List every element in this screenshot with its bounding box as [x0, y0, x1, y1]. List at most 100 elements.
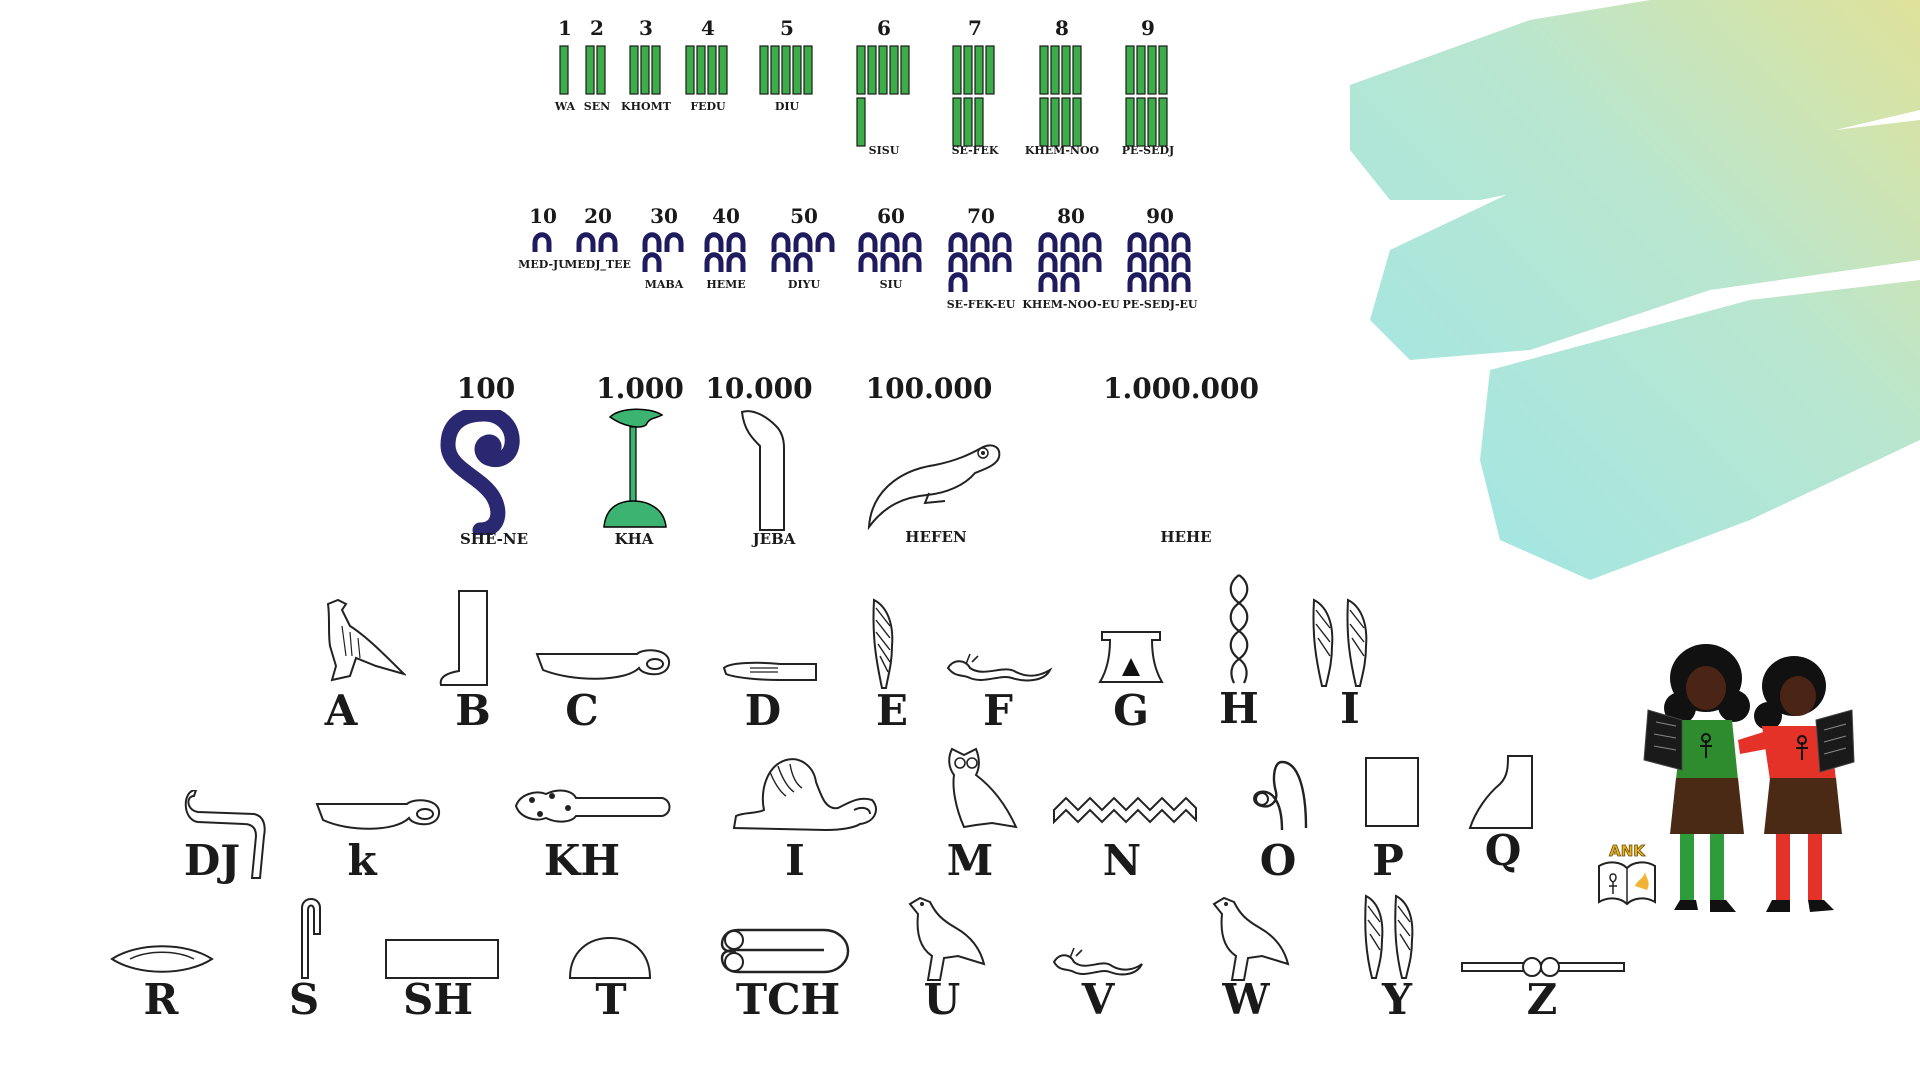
heel-bone-arc: [1060, 232, 1080, 252]
heel-bone-arc: [992, 232, 1012, 252]
tally-stroke: [1072, 45, 1082, 95]
children-reading-illustration: [1643, 644, 1855, 912]
quail-chick-w-icon: [1212, 896, 1290, 981]
lion-icon: [732, 758, 877, 832]
heel-bone-arc: [858, 232, 878, 252]
ten-value-5: 50: [790, 204, 818, 228]
vulture-icon: [326, 598, 406, 682]
horned-viper-icon: [946, 653, 1053, 682]
tally-stroke-icon: [1039, 45, 1082, 147]
ten-value-6: 60: [877, 204, 905, 228]
hundred-name: SHE-NE: [459, 530, 529, 548]
letter-sh: SH: [402, 975, 473, 1024]
letter-s: S: [288, 975, 320, 1024]
letter-e: E: [875, 686, 908, 735]
letter-dj: DJ: [183, 836, 241, 885]
ten-name-1: MED-JU: [518, 258, 568, 271]
tethering-rope-icon: [720, 928, 850, 974]
ten-name-4: HEME: [706, 278, 746, 291]
rope-lasso-icon: [1253, 760, 1308, 831]
folded-cloth-staff-icon: [301, 898, 321, 979]
jar-stand-icon: [1098, 631, 1164, 683]
heel-bone-arc-icon: [642, 232, 684, 272]
letter-i: I: [1340, 684, 1360, 733]
heel-bone-arc: [858, 252, 878, 272]
heel-bone-arc: [576, 232, 596, 252]
tally-stroke-icon: [952, 45, 995, 147]
heel-bone-arc: [1149, 272, 1169, 292]
heel-bone-arc-icon: [576, 232, 618, 252]
hill-slope-icon: [1468, 755, 1533, 829]
thousand-name: KHA: [614, 530, 654, 548]
ten-value-9: 90: [1146, 204, 1174, 228]
heel-bone-arc: [1127, 252, 1147, 272]
quail-chick-icon: [908, 896, 986, 981]
unit-name-2: SEN: [583, 100, 611, 113]
heel-bone-arc: [1060, 272, 1080, 292]
letter-f: F: [983, 686, 1013, 735]
tally-stroke: [888, 45, 899, 95]
tally-stroke: [802, 45, 813, 95]
letter-tch: TCH: [735, 975, 841, 1024]
tally-stroke: [1061, 97, 1071, 147]
heel-bone-arc: [992, 252, 1012, 272]
foot-icon: [439, 590, 488, 686]
unit-name-6: SISU: [868, 144, 900, 157]
heel-bone-arc-icon: [948, 232, 1012, 292]
tally-stroke: [963, 45, 973, 95]
heel-bone-arc: [880, 252, 900, 272]
letter-n: N: [1102, 836, 1142, 885]
unit-name-8: KHEM-NOO: [1024, 144, 1100, 157]
lotus-flower-icon: [603, 408, 667, 528]
ten-value-8: 80: [1057, 204, 1085, 228]
tally-stroke-icon: [758, 45, 813, 95]
bread-loaf-icon: [568, 936, 652, 979]
letter-y: Y: [1382, 975, 1412, 1024]
heel-bone-arc-icon: [1127, 232, 1191, 292]
unit-value-8: 8: [1055, 16, 1069, 40]
heel-bone-arc: [948, 252, 968, 272]
heel-bone-arc: [1038, 232, 1058, 252]
reed-leaf-icon: [872, 598, 894, 689]
tally-stroke-icon: [855, 45, 910, 147]
heel-bone-arc-icon: [858, 232, 922, 272]
heel-bone-arc: [771, 232, 791, 252]
heel-bone-arc: [1149, 252, 1169, 272]
letter-v: V: [1081, 975, 1115, 1024]
heel-bone-arc: [1171, 232, 1191, 252]
tally-stroke: [718, 45, 728, 95]
letter-r: R: [143, 975, 179, 1024]
heel-bone-arc: [771, 252, 791, 272]
tally-stroke-icon: [1125, 45, 1168, 147]
ten-value-4: 40: [712, 204, 740, 228]
letter-z: Z: [1526, 975, 1558, 1024]
heel-bone-arc: [1127, 232, 1147, 252]
tally-stroke: [985, 45, 995, 95]
ten-name-9: PE-SEDJ-EU: [1122, 298, 1198, 311]
tally-stroke: [974, 45, 984, 95]
unit-value-4: 4: [701, 16, 715, 40]
heel-bone-arc: [704, 252, 724, 272]
tally-stroke: [639, 45, 650, 95]
letter-d: D: [744, 686, 782, 735]
letter-g: G: [1113, 686, 1149, 735]
tally-stroke: [899, 45, 910, 95]
ten-name-6: SIU: [879, 278, 903, 291]
tally-stroke: [650, 45, 661, 95]
twisted-wick-icon: [1229, 574, 1249, 684]
tally-stroke: [952, 97, 962, 147]
letter-u: U: [923, 975, 961, 1024]
letter-b: B: [455, 686, 491, 735]
ank-logo-text: ANK: [1609, 842, 1646, 860]
unit-name-9: PE-SEDJ: [1121, 144, 1175, 157]
tally-stroke: [1158, 97, 1168, 147]
heel-bone-arc: [1038, 272, 1058, 292]
heel-bone-arc-icon: [771, 232, 835, 272]
unit-name-5: DIU: [774, 100, 800, 113]
unit-name-3: KHOMT: [621, 100, 671, 113]
hundred-thousand-name: HEFEN: [905, 528, 967, 546]
ten-value-7: 70: [967, 204, 995, 228]
heel-bone-arc: [704, 232, 724, 252]
tally-stroke: [963, 97, 973, 147]
unit-value-9: 9: [1141, 16, 1155, 40]
